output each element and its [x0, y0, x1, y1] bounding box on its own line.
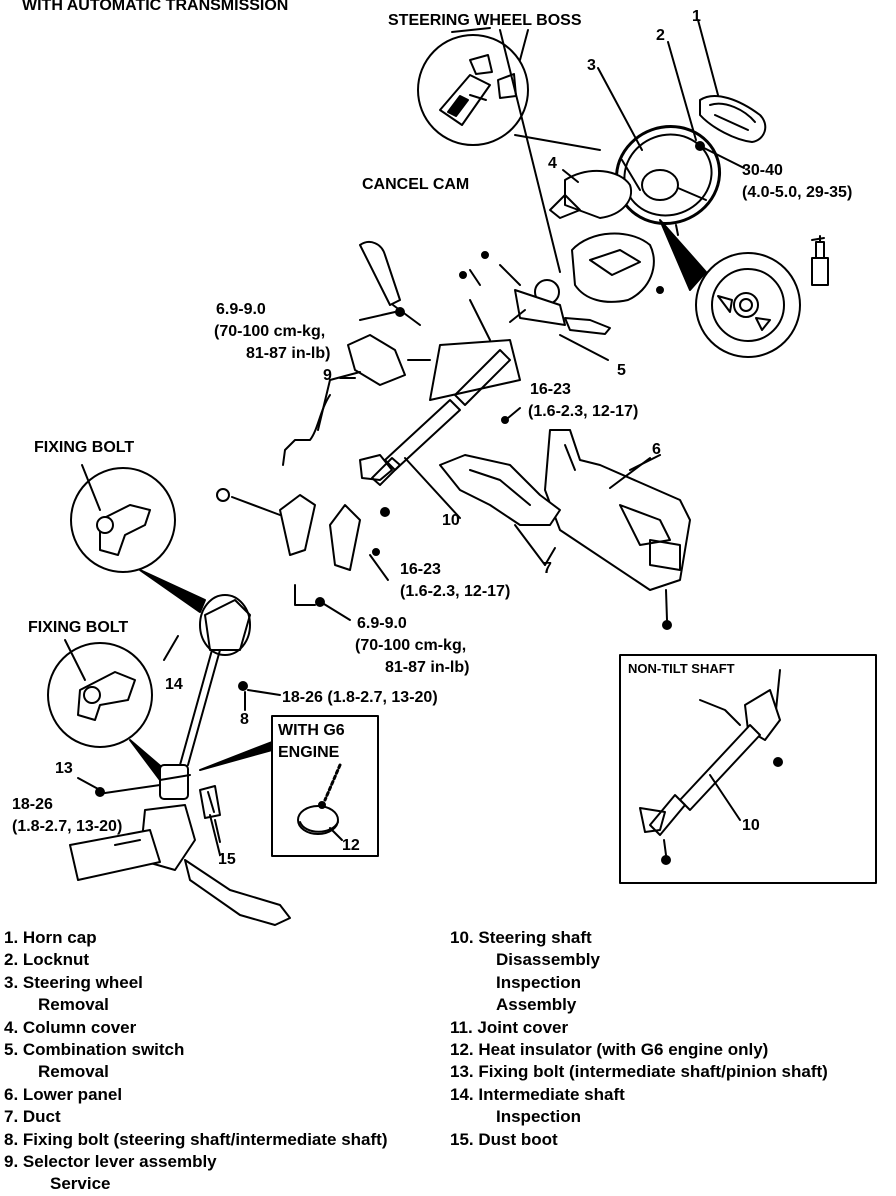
selector-lever-part: [282, 241, 421, 466]
part-number-8: 8: [240, 711, 249, 728]
legend-item: 15. Dust boot: [450, 1129, 558, 1149]
legend-item: 11. Joint cover: [450, 1017, 569, 1037]
legend-item: 9. Selector lever assembly: [4, 1152, 217, 1172]
steering-wheel-boss-label: STEERING WHEEL BOSS: [388, 12, 582, 29]
legend-item: 13. Fixing bolt (intermediate shaft/pini…: [450, 1062, 828, 1082]
duct-part: [439, 454, 561, 566]
fixing-bolt-detail-1: [70, 464, 206, 613]
torque-column-upper-units: (1.6-2.3, 12-17): [528, 403, 639, 420]
column-cover-part: [549, 169, 664, 303]
steering-column-part: [359, 299, 526, 519]
torque-wheel-units: (4.0-5.0, 29-35): [742, 184, 853, 201]
part-number-14: 14: [165, 676, 183, 693]
legend-item: Inspection: [496, 1107, 582, 1127]
lower-panel-part: [544, 429, 691, 630]
torque-column-lower-units: (1.6-2.3, 12-17): [400, 583, 511, 600]
steering-wheel-boss-detail: [417, 27, 601, 273]
part-number-15: 15: [218, 851, 236, 868]
part-number-10-inset: 10: [742, 817, 760, 834]
legend-item: 3. Steering wheel: [4, 972, 143, 992]
part-number-3: 3: [587, 57, 596, 74]
torque-bolt-13-units: (1.8-2.7, 13-20): [12, 818, 123, 835]
part-number-1: 1: [692, 8, 701, 25]
part-number-6: 6: [652, 441, 661, 458]
legend-item: Removal: [38, 995, 109, 1015]
torque-bolt-8: 18-26 (1.8-2.7, 13-20): [282, 689, 438, 706]
torque-column-upper-value: 16-23: [530, 381, 571, 398]
non-tilt-shaft-label: NON-TILT SHAFT: [628, 661, 735, 676]
legend-item: Service: [50, 1174, 111, 1194]
torque-wheel-value: 30-40: [742, 162, 783, 179]
g6-engine-inset: [199, 715, 379, 857]
non-tilt-shaft-inset: [619, 654, 877, 884]
fixing-bolt-label-1: FIXING BOLT: [34, 439, 135, 456]
pinion-shaft-part: [69, 764, 291, 926]
legend-item: 5. Combination switch: [4, 1040, 185, 1060]
legend-item: 1. Horn cap: [4, 928, 97, 947]
torque-column-lower-value: 16-23: [400, 561, 441, 578]
legend-item: 7. Duct: [4, 1107, 61, 1127]
exploded-diagram: [47, 19, 877, 926]
torque-selector-units-1: (70-100 cm-kg,: [214, 323, 326, 340]
legend-item: Assembly: [496, 995, 577, 1015]
steering-wheel-part: [597, 67, 722, 236]
legend-item: 4. Column cover: [4, 1017, 137, 1037]
legend-item: 2. Locknut: [4, 950, 90, 970]
with-g6-engine-label: ENGINE: [278, 744, 340, 761]
with-g6-label: WITH G6: [278, 722, 345, 739]
part-number-9: 9: [323, 367, 332, 384]
part-number-7: 7: [543, 560, 552, 577]
part-number-5: 5: [617, 362, 626, 379]
torque-selector-units-2: 81-87 in-lb): [246, 345, 331, 362]
legend-item: 6. Lower panel: [4, 1084, 123, 1104]
horn-cap-part: [697, 19, 767, 143]
part-number-4: 4: [548, 155, 557, 172]
part-number-10: 10: [442, 512, 460, 529]
part-number-2: 2: [656, 27, 665, 44]
legend-item: Inspection: [496, 972, 582, 992]
fixing-bolt-detail-2: [47, 639, 166, 781]
legend-item: 8. Fixing bolt (steering shaft/intermedi…: [4, 1129, 388, 1149]
wheel-back-detail: [659, 219, 829, 358]
torque-mid-value: 6.9-9.0: [357, 615, 407, 632]
torque-selector-value: 6.9-9.0: [216, 301, 266, 318]
legend-item: 12. Heat insulator (with G6 engine only): [450, 1040, 769, 1060]
diagram-header: WITH AUTOMATIC TRANSMISSION: [22, 0, 289, 14]
legend-item: Removal: [38, 1062, 109, 1082]
torque-bolt-13-value: 18-26: [12, 796, 53, 813]
legend-item: 14. Intermediate shaft: [450, 1084, 625, 1104]
legend-item: 10. Steering shaft: [450, 928, 592, 947]
joint-cover-part: [216, 488, 389, 581]
torque-mid-units-1: (70-100 cm-kg,: [355, 637, 467, 654]
fixing-bolt-label-2: FIXING BOLT: [28, 619, 129, 636]
cancel-cam-label: CANCEL CAM: [362, 176, 470, 193]
part-number-13: 13: [55, 760, 73, 777]
combination-switch-part: [459, 251, 611, 361]
intermediate-shaft-part: [163, 584, 351, 766]
part-number-12: 12: [342, 837, 360, 854]
legend-item: Disassembly: [496, 950, 600, 970]
torque-mid-units-2: 81-87 in-lb): [385, 659, 470, 676]
